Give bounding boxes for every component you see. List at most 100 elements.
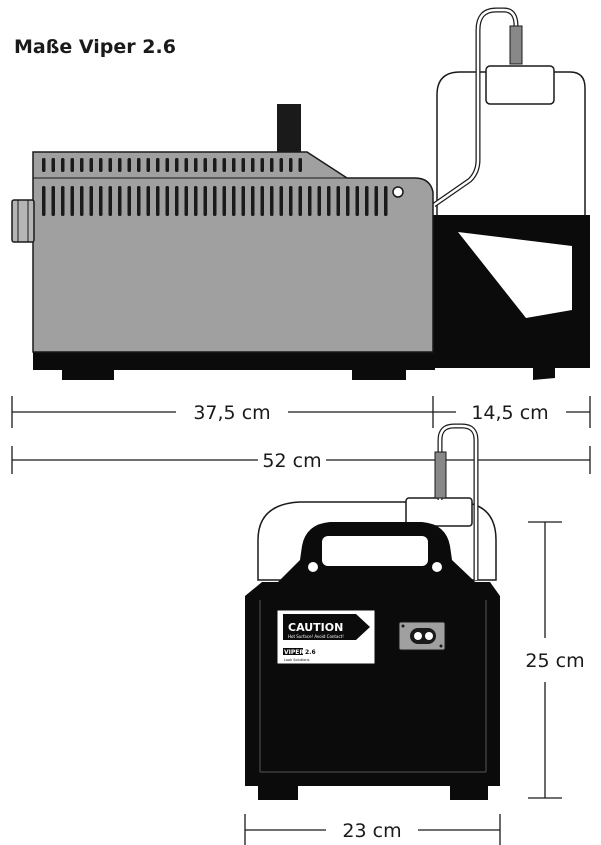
vent-slot (270, 186, 274, 216)
vent-slot (108, 158, 112, 172)
fluid-tank (436, 71, 586, 219)
vent-slot (251, 186, 255, 216)
foot-right (352, 366, 406, 380)
hose-connector (509, 25, 523, 65)
vent-slot (89, 158, 93, 172)
dimension-lines-side (11, 396, 591, 474)
vent-slot (241, 186, 245, 216)
vent-slot (336, 186, 340, 216)
vent-slot (222, 158, 226, 172)
front-tank-cap (405, 497, 473, 527)
vent-slot (61, 186, 65, 216)
front-hose-connector (434, 451, 447, 499)
vent-slot (175, 186, 179, 216)
vent-slot (70, 158, 74, 172)
vent-slot (194, 186, 198, 216)
vent-slot (137, 158, 141, 172)
front-view: CAUTION Hot Surface! Avoid Contact! VIPE… (245, 423, 500, 800)
vent-slot (194, 158, 198, 172)
vent-slot (251, 158, 255, 172)
caution-subtext: Hot Surface! Avoid Contact! (288, 634, 344, 639)
vent-slot (203, 158, 207, 172)
vent-slot (165, 158, 169, 172)
dim-width: 23 cm (342, 820, 401, 842)
vent-slot (42, 186, 46, 216)
vent-slot (146, 186, 150, 216)
vent-slot (384, 186, 388, 216)
foot-left (62, 366, 114, 380)
vent-slot (99, 158, 103, 172)
vent-slot (355, 186, 359, 216)
handle-bolt-left (308, 562, 318, 572)
maker-name: Look Solutions (284, 658, 310, 662)
vent-slot (222, 186, 226, 216)
vent-slot (260, 158, 264, 172)
vent-slot (51, 158, 55, 172)
vent-slot (156, 186, 160, 216)
tank-cap (485, 65, 555, 105)
vent-slot (127, 186, 131, 216)
vent-slot (42, 158, 46, 172)
vent-slot (118, 186, 122, 216)
vent-slots-top (42, 158, 302, 172)
handle-grip-opening (322, 536, 428, 566)
brand-logo: VIPER (284, 649, 304, 656)
vent-slot (317, 186, 321, 216)
vent-slot (89, 186, 93, 216)
vent-slot (308, 186, 312, 216)
vent-slot (156, 158, 160, 172)
vent-slot (203, 186, 207, 216)
vent-slot (108, 186, 112, 216)
socket-left (414, 632, 422, 640)
vent-slot (175, 158, 179, 172)
dim-height: 25 cm (525, 650, 584, 672)
vent-slot (127, 158, 131, 172)
vent-slot (298, 186, 302, 216)
vent-slot (165, 186, 169, 216)
vent-slot (70, 186, 74, 216)
vent-slot (137, 186, 141, 216)
vent-slots-bottom (42, 186, 388, 216)
vent-slot (99, 186, 103, 216)
vent-slot (365, 186, 369, 216)
nozzle (11, 199, 35, 243)
vent-slot (241, 158, 245, 172)
vent-slot (260, 186, 264, 216)
vent-slot (184, 186, 188, 216)
vent-slot (346, 186, 350, 216)
vent-slot (184, 158, 188, 172)
vent-slot (289, 186, 293, 216)
socket-right (425, 632, 433, 640)
page-title: Maße Viper 2.6 (14, 36, 176, 58)
caution-arrow (283, 614, 370, 640)
vent-slot (298, 158, 302, 172)
vent-slot (279, 158, 283, 172)
machine-body (32, 151, 434, 353)
screw-hole (392, 186, 404, 198)
chimney (277, 104, 301, 152)
model-number: 2.6 (305, 649, 316, 656)
vent-slot (213, 186, 217, 216)
vent-slot (213, 158, 217, 172)
vent-slot (80, 186, 84, 216)
side-view (11, 7, 590, 380)
base-cutout (458, 232, 572, 318)
handle-bolt-right (432, 562, 442, 572)
vent-slot (279, 186, 283, 216)
main-base (33, 352, 435, 370)
vent-slot (61, 158, 65, 172)
dim-length-tank: 14,5 cm (471, 402, 548, 424)
vent-slot (146, 158, 150, 172)
vent-slot (289, 158, 293, 172)
vent-slot (118, 158, 122, 172)
dimension-lines-front (244, 521, 562, 845)
vent-slot (232, 158, 236, 172)
vent-slot (327, 186, 331, 216)
vent-slot (51, 186, 55, 216)
vent-slot (232, 186, 236, 216)
vent-slot (80, 158, 84, 172)
dim-length-main: 37,5 cm (193, 402, 270, 424)
caution-heading: CAUTION (288, 621, 343, 634)
vent-slot (374, 186, 378, 216)
